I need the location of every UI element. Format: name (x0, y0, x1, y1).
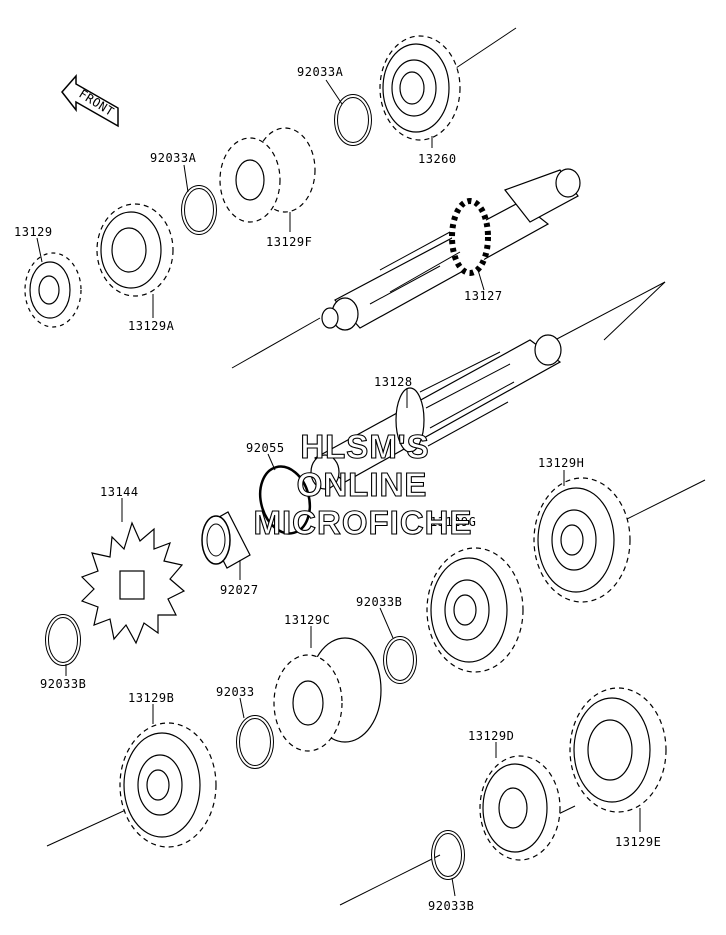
leader-lines (36, 79, 641, 897)
label-92033A-left: 92033A (150, 151, 197, 165)
watermark-line3: MICROFICHE (254, 504, 473, 541)
label-13260: 13260 (418, 152, 457, 166)
sprocket-13144 (80, 521, 186, 645)
circlip-92033A-top (334, 94, 372, 146)
gear-13129C (273, 637, 382, 752)
label-92033A-top: 92033A (297, 65, 344, 79)
watermark-line1: HLSM'S (300, 428, 429, 465)
label-13129H: 13129H (538, 456, 584, 470)
label-13144: 13144 (100, 485, 139, 499)
circlip-92033B-left (45, 614, 81, 666)
circlip-92033B-mid (383, 636, 417, 684)
gear-13129F (219, 127, 316, 223)
gear-13129G (426, 547, 524, 673)
circlip-92033 (236, 715, 274, 769)
watermark-line2: ONLINE (297, 466, 428, 503)
collar-92027 (201, 511, 251, 569)
label-13129C: 13129C (284, 613, 330, 627)
label-13129G: 13129G (430, 515, 476, 529)
label-13129E: 13129E (615, 835, 661, 849)
label-13129D: 13129D (468, 729, 514, 743)
label-92033B-mid: 92033B (356, 595, 402, 609)
label-92033B-bottom: 92033B (428, 899, 474, 913)
label-13129A: 13129A (128, 319, 175, 333)
gear-13129D (479, 755, 561, 861)
gear-13260 (379, 35, 461, 141)
o-ring-92055 (258, 465, 312, 535)
label-92033: 92033 (216, 685, 255, 699)
circlip-92033B-bottom (431, 830, 465, 880)
gear-13129 (24, 252, 82, 328)
shaft-13128 (310, 334, 562, 490)
label-13127: 13127 (464, 289, 503, 303)
gear-13129A (96, 203, 174, 297)
watermark: HLSM'S ONLINE MICROFICHE (253, 427, 473, 541)
circlip-92033A-left (181, 185, 217, 235)
gear-13129H (533, 477, 631, 603)
label-92033B-left: 92033B (40, 677, 86, 691)
label-13129: 13129 (14, 225, 53, 239)
gear-13129B (119, 722, 217, 848)
label-13128: 13128 (374, 375, 413, 389)
label-92027: 92027 (220, 583, 259, 597)
label-13129B: 13129B (128, 691, 174, 705)
label-13129F: 13129F (266, 235, 312, 249)
label-92055: 92055 (246, 441, 285, 455)
shaft-13127 (321, 168, 581, 331)
gear-13129E (569, 687, 667, 813)
front-arrow-icon: FRONT (61, 74, 119, 128)
